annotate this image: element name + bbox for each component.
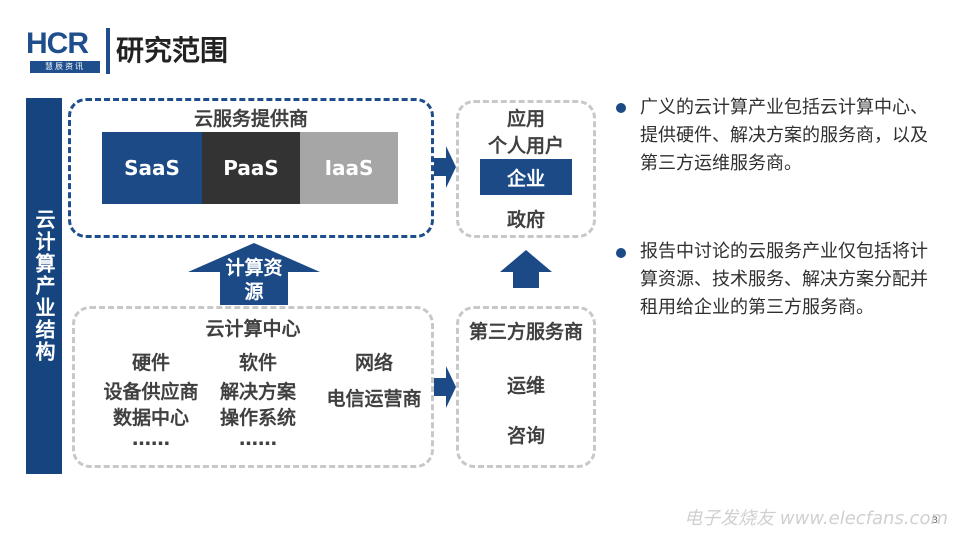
datacenter-box: [72, 306, 434, 468]
hardware-line-3: ……: [132, 428, 170, 450]
network-line-1: 电信运营商: [326, 388, 422, 410]
users-title: 应用: [506, 108, 545, 130]
title-divider: [106, 28, 110, 74]
page-number: 3: [932, 516, 938, 526]
software-head: 软件: [238, 352, 277, 374]
compute-arrow: [188, 243, 320, 305]
provider-box: [68, 98, 434, 238]
users-government: 政府: [506, 209, 545, 231]
arrow-right-bottom: [434, 366, 456, 408]
bullet-dot-1: [616, 103, 626, 113]
bullet-text-1: 广义的云计算产业包括云计算中心、提供硬件、解决方案的服务商，以及第三方运维服务商…: [640, 97, 928, 174]
hardware-line-2: 数据中心: [112, 407, 189, 429]
logo-subtitle: 慧辰资讯: [30, 61, 100, 73]
paas-block: PaaS: [202, 132, 300, 204]
bullet-text-2: 报告中讨论的云服务产业仅包括将计算资源、技术服务、解决方案分配并租用给企业的第三…: [640, 241, 928, 318]
bullet-dot-2: [616, 248, 626, 258]
iaas-block: IaaS: [300, 132, 398, 204]
datacenter-title: 云计算中心: [205, 318, 301, 340]
users-personal: 个人用户: [487, 135, 564, 157]
page-title: 研究范围: [116, 34, 229, 67]
compute-arrow-label: 计算资源: [225, 257, 283, 303]
arrow-up-right: [500, 250, 552, 288]
saas-block: SaaS: [102, 132, 202, 204]
side-label: 云计算产业结构: [32, 209, 56, 363]
logo: HCR 慧辰资讯: [26, 28, 104, 74]
hardware-head: 硬件: [131, 352, 170, 374]
third-party-box: [456, 306, 596, 468]
arrow-right-top: [434, 146, 456, 188]
provider-title: 云服务提供商: [193, 108, 308, 130]
software-line-1: 解决方案: [219, 381, 296, 403]
third-party-ops: 运维: [506, 375, 545, 397]
third-party-title: 第三方服务商: [468, 321, 583, 343]
hardware-line-1: 设备供应商: [103, 381, 199, 403]
third-party-consulting: 咨询: [506, 425, 545, 447]
users-enterprise: 企业: [480, 159, 572, 195]
logo-text: HCR: [26, 27, 89, 60]
network-head: 网络: [354, 352, 393, 374]
software-line-3: ……: [239, 428, 277, 450]
software-line-2: 操作系统: [219, 407, 296, 429]
users-box: [456, 100, 596, 238]
watermark: 电子发烧友 www.elecfans.com: [684, 508, 948, 529]
side-label-bar: 云计算产业结构: [26, 98, 62, 474]
